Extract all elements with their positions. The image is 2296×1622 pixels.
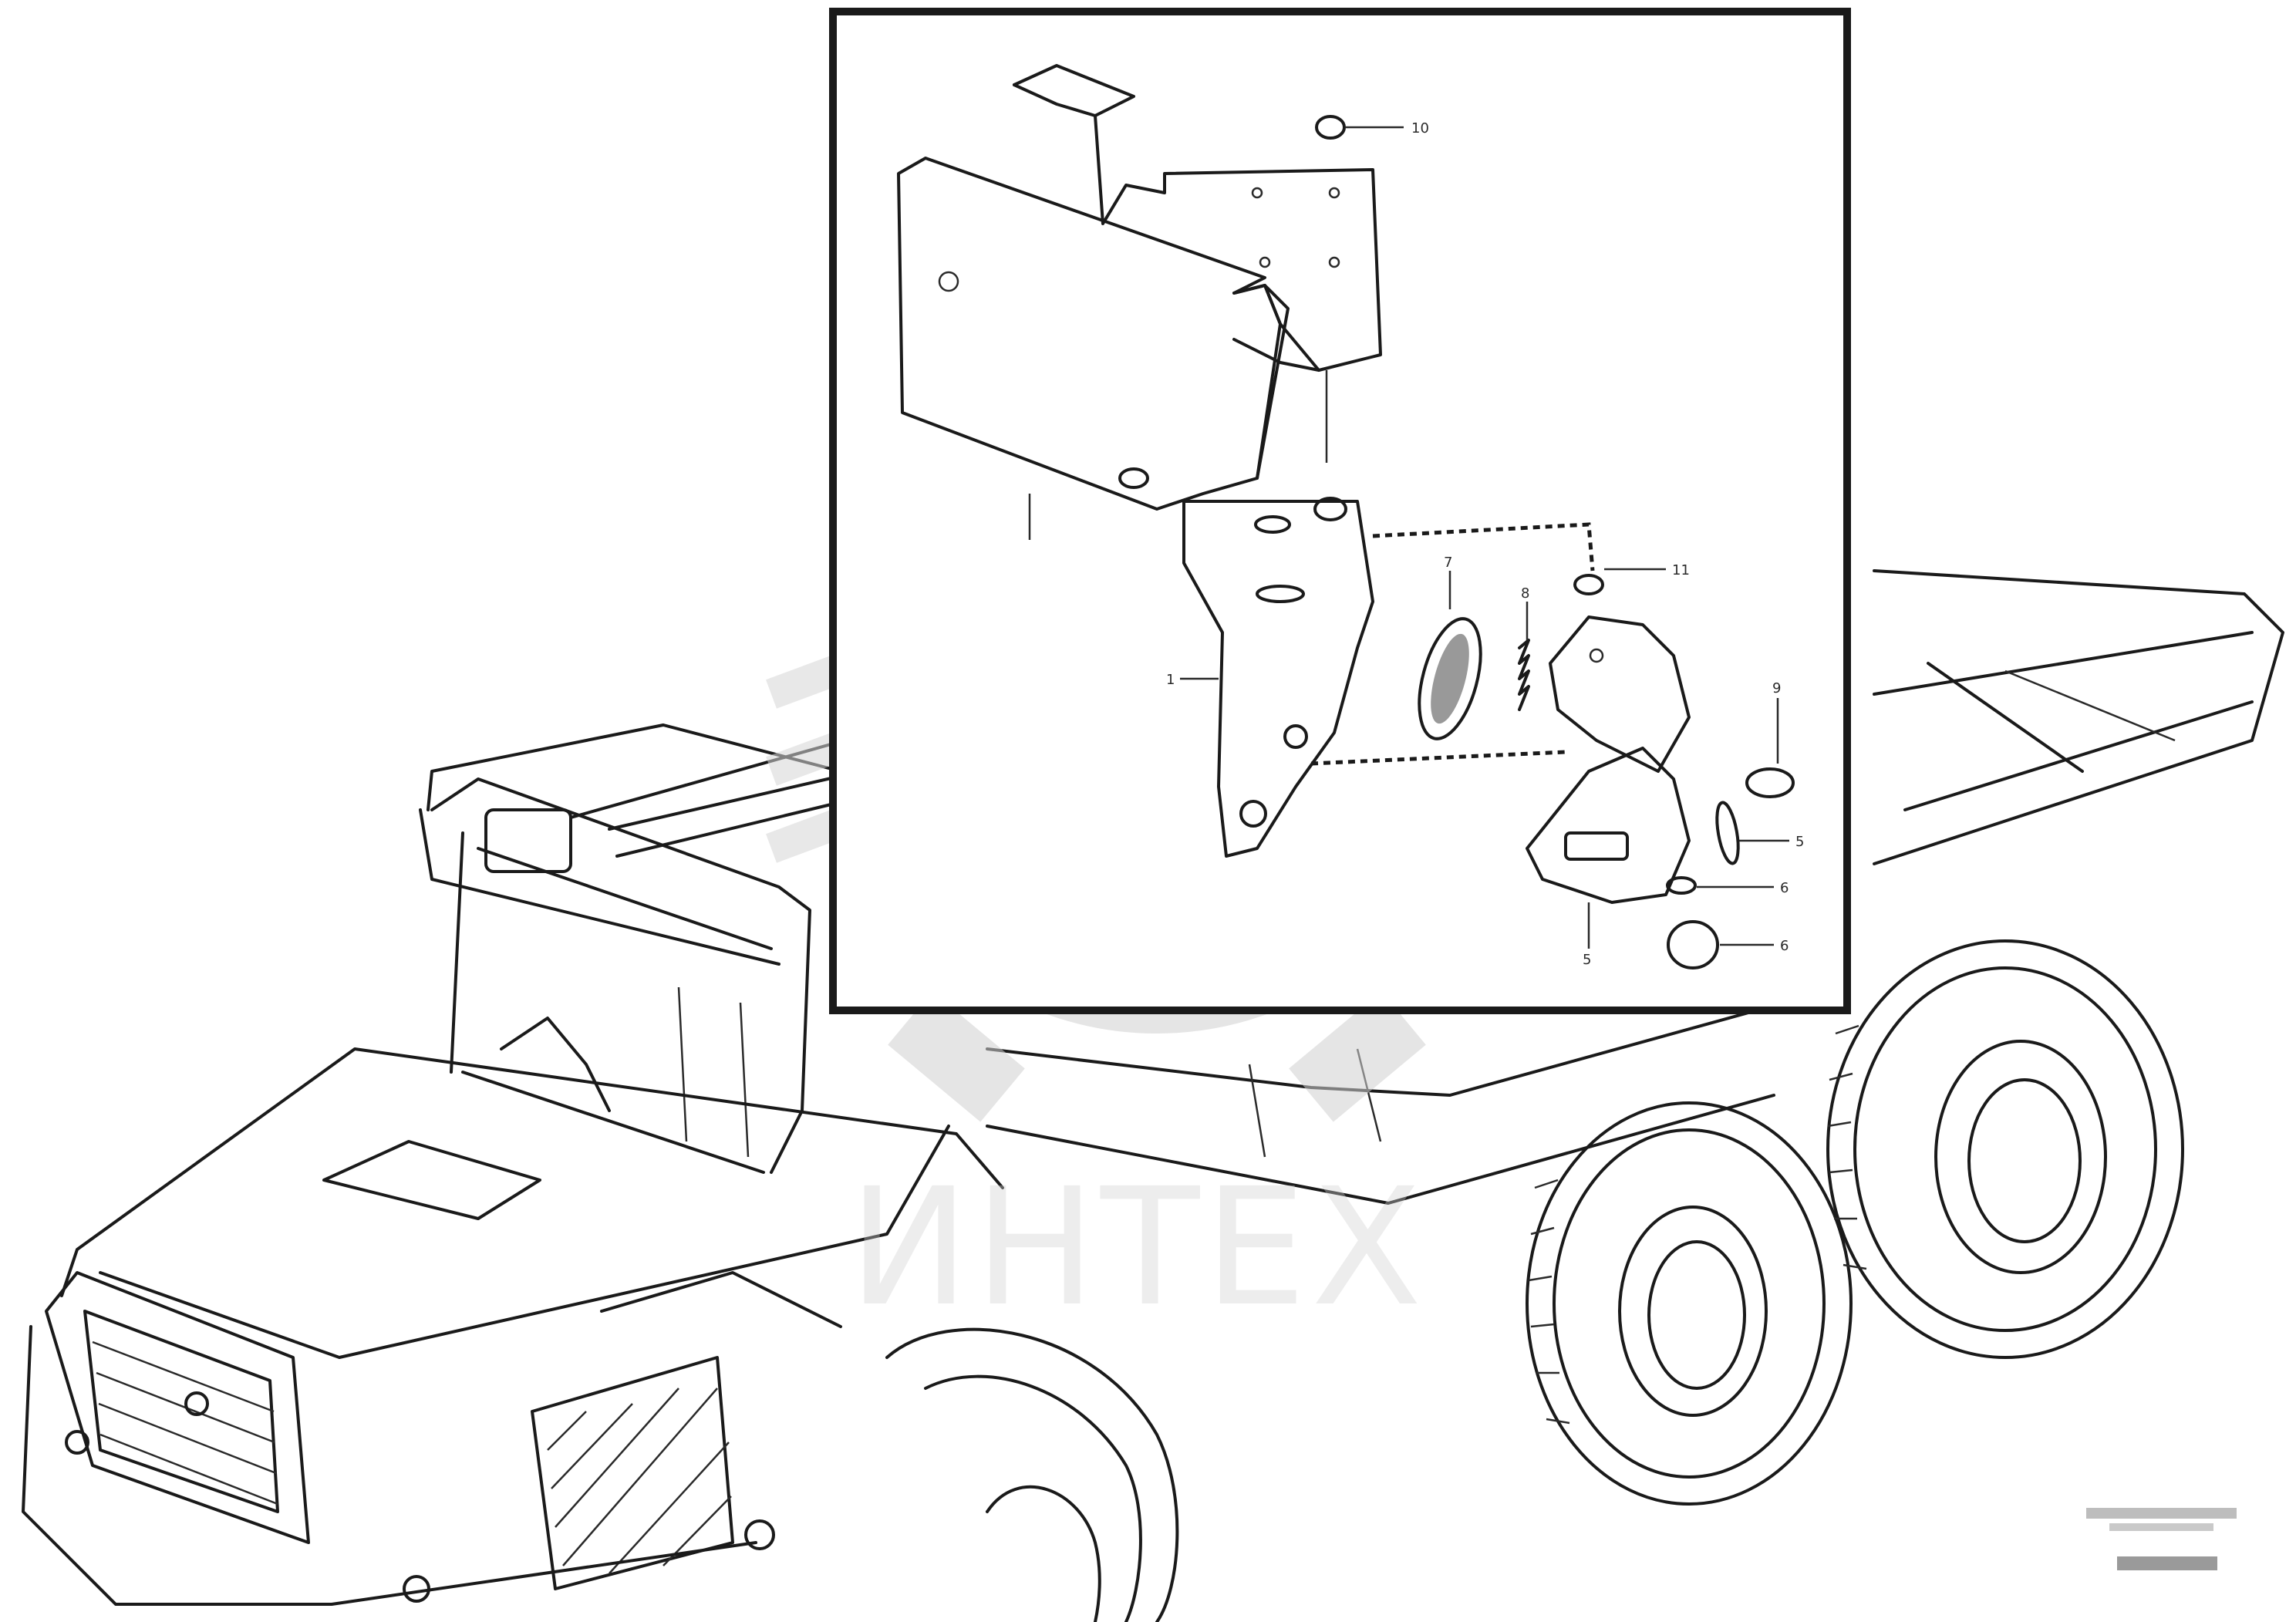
watermark-text: ИНТЕХ <box>848 1153 1427 1342</box>
hauler-illustration <box>22 569 2284 1622</box>
dash-line-lower <box>1310 750 1566 766</box>
dump-body <box>1873 569 2284 865</box>
inset-frame <box>829 8 1851 1014</box>
front-wheel <box>885 1327 1179 1622</box>
nut-11 <box>1573 574 1604 595</box>
nut-10 <box>1315 115 1346 140</box>
rear-chassis <box>986 993 1814 1205</box>
side-grille <box>531 1356 734 1590</box>
mounting-bracket <box>1182 497 1374 858</box>
grommet-5 <box>1667 920 1719 969</box>
callout-1: 1 <box>1166 672 1175 688</box>
cab <box>419 777 811 1174</box>
dash-line-upper <box>1372 522 1595 572</box>
callout-5b: 5 <box>1583 952 1591 968</box>
detail-inset: 10 11 7 8 9 5 6 6 1 5 <box>829 8 1851 1014</box>
spring <box>1518 639 1530 711</box>
rear-wheel-2 <box>1826 939 2184 1359</box>
horn <box>1418 617 1482 740</box>
clamp-lower <box>1526 747 1691 904</box>
front-bumper <box>22 1325 775 1606</box>
top-bracket <box>1013 64 1382 372</box>
tire-tread <box>1528 1024 1867 1425</box>
rear-wheel-1 <box>1526 1101 1853 1506</box>
front-grille <box>45 1271 310 1544</box>
leader-line-2 <box>608 774 846 831</box>
callout-9: 9 <box>1772 680 1781 696</box>
clamp-upper <box>1549 615 1691 773</box>
callout-labels: 10 11 7 8 9 5 6 6 1 5 <box>1166 120 1804 968</box>
callout-6a: 6 <box>1780 880 1789 896</box>
cab-roof <box>426 723 842 873</box>
callout-8: 8 <box>1521 585 1529 602</box>
callout-7: 7 <box>1444 555 1452 571</box>
bolt-6 <box>1715 801 1740 865</box>
reference-block <box>2086 1508 2237 1570</box>
callout-5a: 5 <box>1795 834 1804 850</box>
hood <box>60 1047 1004 1359</box>
callout-6b: 6 <box>1780 938 1789 954</box>
callout-10: 10 <box>1411 120 1429 137</box>
callout-leaders <box>1028 126 1789 949</box>
callout-11: 11 <box>1672 562 1690 578</box>
washer <box>1745 767 1795 798</box>
nut-6 <box>1666 876 1697 895</box>
